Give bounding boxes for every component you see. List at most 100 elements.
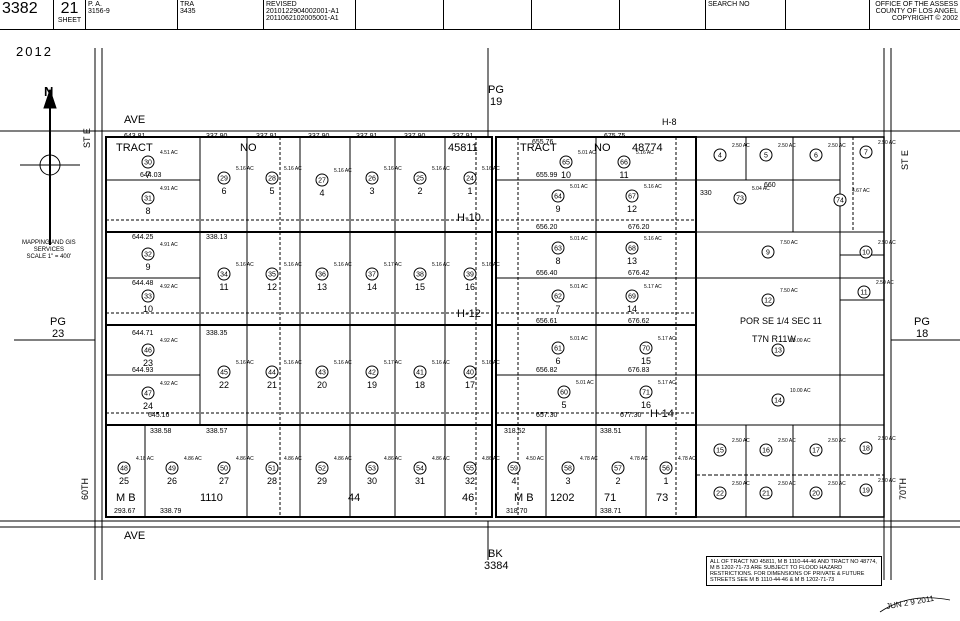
parcel-acreage: 5.16 AC <box>636 150 654 156</box>
lot-number: 8 <box>555 256 560 266</box>
parcel-number-circle <box>365 171 379 185</box>
lot-number: 29 <box>317 476 327 486</box>
parcel-number: 27 <box>318 178 326 185</box>
parcel-number-circle <box>413 365 427 379</box>
parcel-acreage: 5.16 AC <box>432 262 450 268</box>
lot-number: 7 <box>145 170 150 180</box>
lot-number: 11 <box>219 282 228 292</box>
tract-45811-boundary <box>105 136 493 518</box>
parcel-number-circle <box>315 461 329 475</box>
tract-left-no-label: NO <box>240 142 257 154</box>
parcel-number-circle <box>141 155 155 169</box>
dim-label: 337.90 <box>308 133 330 140</box>
acreage-parcel: 182.50 AC <box>859 436 896 455</box>
parcel-acreage: 2.50 AC <box>876 280 894 286</box>
parcel-acreage: 4.86 AC <box>334 456 352 462</box>
map-book-cell: 3382 <box>0 0 54 30</box>
lot-number: 28 <box>267 476 277 486</box>
mb-left-number: 1110 <box>200 492 223 504</box>
parcel-number-circle <box>809 148 823 162</box>
parcel-number: 47 <box>144 391 152 398</box>
parcel-number-circle <box>761 293 775 307</box>
lot-number: 30 <box>367 476 377 486</box>
acreage-parcel: 202.50 AC <box>809 481 846 500</box>
lot-number: 27 <box>219 476 229 486</box>
date-stamp-arc <box>879 597 951 613</box>
north-arrow-head <box>43 88 57 109</box>
lot-number: 32 <box>465 476 475 486</box>
tra-value: 3435 <box>180 8 196 15</box>
dim-label: 655.99 <box>536 172 558 179</box>
parcel-number: 73 <box>736 196 744 203</box>
parcel-number: 41 <box>416 370 424 377</box>
pg-right-label: PG <box>914 316 930 328</box>
tract-right-no-label: NO <box>594 142 611 154</box>
parcel-number-circle <box>551 341 565 355</box>
parcel-number-circle <box>639 385 653 399</box>
lot-number: 18 <box>415 380 425 390</box>
tract-45811-parcel: 53 30 4.86 AC <box>365 456 402 486</box>
parcel-number: 31 <box>144 196 152 203</box>
lot-number: 13 <box>627 256 637 266</box>
parcel-acreage: 2.50 AC <box>778 481 796 487</box>
parcel-number-circle <box>265 461 279 475</box>
parcel-number: 25 <box>416 176 424 183</box>
parcel-number: 60 <box>560 390 568 397</box>
parcel-number: 53 <box>368 466 376 473</box>
parcel-number: 15 <box>716 448 724 455</box>
pg-right-number: 18 <box>916 328 929 340</box>
parcel-number-circle <box>315 173 329 187</box>
parcel-number-circle <box>857 285 871 299</box>
parcel-number: 36 <box>318 272 326 279</box>
parcel-acreage: 4.51 AC <box>160 150 178 156</box>
parcel-acreage: 2.50 AC <box>778 438 796 444</box>
lot-number: 15 <box>641 356 651 366</box>
parcel-number: 16 <box>762 448 770 455</box>
parcel-acreage: 5.17 AC <box>658 336 676 342</box>
parcel-acreage: 2.50 AC <box>878 240 896 246</box>
parcel-number-circle <box>365 461 379 475</box>
parcel-acreage: 10.00 AC <box>790 388 811 394</box>
lot-number: 15 <box>415 282 425 292</box>
dim-label: 337.90 <box>404 133 426 140</box>
parcel-acreage: 4.86 AC <box>236 456 254 462</box>
parcel-number: 66 <box>620 160 628 167</box>
revised-entry-1: 20101229040020​01-A1 <box>266 8 340 15</box>
dim-label: 338.13 <box>206 234 228 241</box>
parcel-acreage: 2.50 AC <box>878 478 896 484</box>
parcel-number-circle <box>859 145 873 159</box>
map-header: 3382 21 SHEET P. A. 3156-9 TRA 3435 REVI… <box>0 0 960 32</box>
lot-number: 26 <box>167 476 177 486</box>
parcel-number: 20 <box>812 491 820 498</box>
parcel-number-circle <box>463 171 477 185</box>
st-e-left-label: ST E <box>82 128 92 148</box>
parcel-acreage: 5.16 AC <box>482 166 500 172</box>
blank-cell-4 <box>620 0 706 30</box>
revised-label: REVISED <box>266 1 297 8</box>
bk-number: 3384 <box>484 560 509 572</box>
north-arrow-label: N <box>44 84 54 99</box>
parcel-acreage: 5.16 AC <box>482 360 500 366</box>
h8-label: H-8 <box>662 117 677 127</box>
parcel-number-circle <box>759 486 773 500</box>
parcel-number-circle <box>759 443 773 457</box>
parcel-acreage: 4.86 AC <box>384 456 402 462</box>
parcel-acreage: 2.50 AC <box>732 143 750 149</box>
dim-label: 318.70 <box>506 508 528 515</box>
parcel-number: 69 <box>628 294 636 301</box>
parcel-number-circle <box>557 385 571 399</box>
lot-number: 7 <box>555 304 560 314</box>
parcel-acreage: 2.50 AC <box>732 438 750 444</box>
lot-number: 5 <box>269 186 274 196</box>
bk-label: BK <box>488 548 503 560</box>
acreage-parcel: 72.50 AC <box>859 140 896 159</box>
